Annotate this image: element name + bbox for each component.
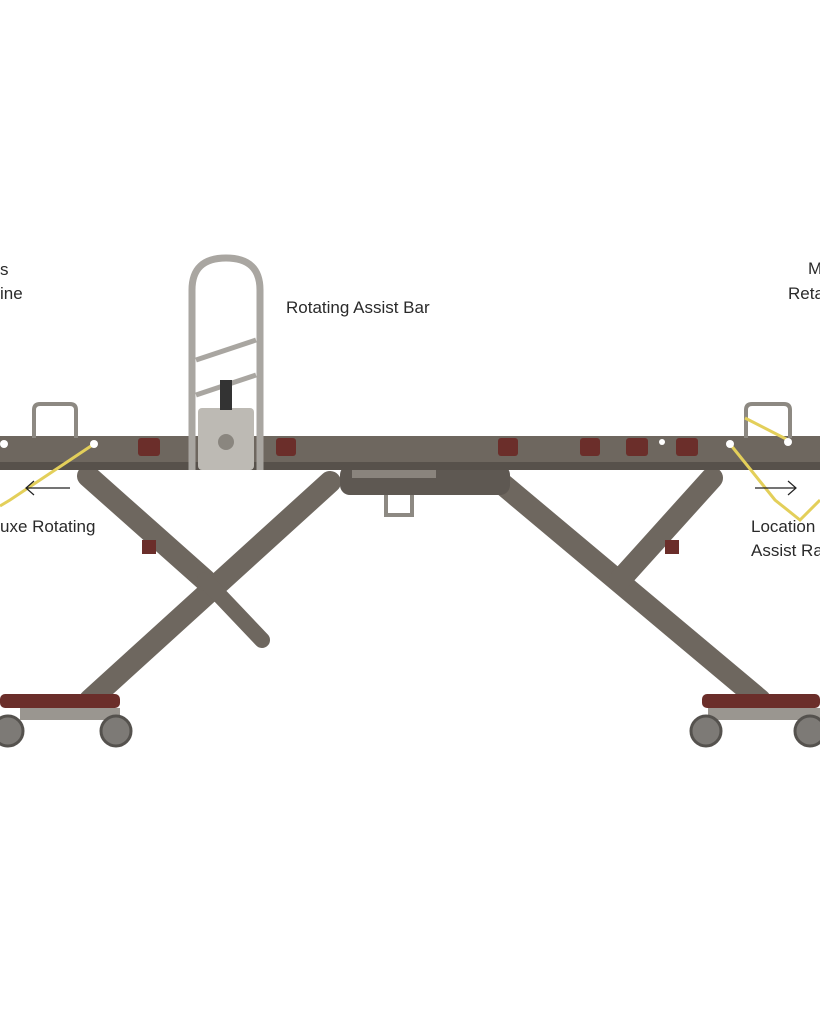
label-bottom-left: uxe Rotating: [0, 517, 96, 536]
left-side-rail: [32, 402, 78, 438]
right-scissor-legs: [489, 467, 771, 711]
center-handle: [384, 495, 414, 517]
label-top-left-1: s: [0, 260, 9, 279]
right-side-rail: [744, 402, 792, 438]
label-top-left-2: ine: [0, 284, 23, 303]
rotating-assist-bar: [188, 254, 264, 470]
label-top-right-2: Reta: [788, 284, 820, 303]
rotation-arrows: [25, 480, 797, 496]
deck-bumpers: [138, 438, 698, 554]
caster-wheels: [0, 714, 820, 748]
left-base-pad: [0, 694, 120, 708]
label-bottom-right-2: Assist Ra: [751, 541, 820, 560]
right-base-pad: [702, 694, 820, 708]
label-top-right-1: M: [808, 259, 820, 278]
left-scissor-legs: [77, 465, 341, 711]
label-bottom-right-1: Location: [751, 517, 816, 536]
pivot-points: [0, 438, 792, 448]
deck-shadow: [0, 462, 820, 470]
label-rotating-assist-bar: Rotating Assist Bar: [286, 298, 430, 317]
callout-lines: [0, 416, 820, 523]
